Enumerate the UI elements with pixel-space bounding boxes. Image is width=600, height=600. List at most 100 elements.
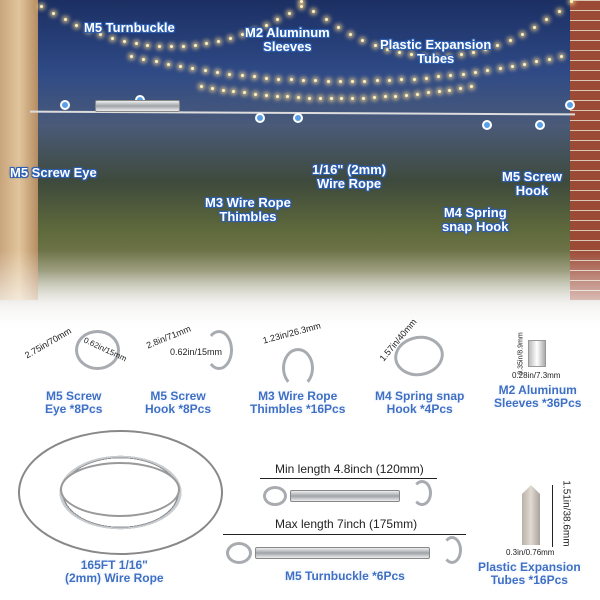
light-bulb (191, 67, 195, 71)
screw-eye-marker (60, 100, 70, 110)
light-bulb (338, 79, 342, 83)
light-bulb (286, 95, 290, 99)
light-bulb (447, 54, 451, 58)
turnbuckle-max-length: Max length 7inch (175mm) (275, 517, 418, 531)
light-bulb (349, 32, 353, 36)
light-bulb (474, 71, 477, 74)
light-bulb (312, 9, 316, 13)
light-bulb (288, 11, 292, 15)
light-bulb (217, 39, 221, 43)
light-bulb (203, 69, 207, 73)
tube-marker (565, 100, 575, 110)
light-bulb (416, 92, 419, 96)
light-bulb (297, 96, 301, 100)
tube-diameter: 0.3in/0.76mm (506, 548, 555, 557)
light-bulb (170, 45, 173, 48)
light-bulb (373, 43, 377, 47)
light-bulb (87, 28, 91, 32)
min-dimension-line (260, 478, 437, 479)
coil-center (60, 462, 180, 517)
sleeve-diameter: 0.28in/7.3mm (512, 371, 561, 380)
callout-wire-rope: 1/16" (2mm)Wire Rope (312, 162, 387, 191)
light-bulb (243, 91, 247, 95)
light-bulb (351, 79, 355, 83)
light-bulb (363, 79, 367, 83)
light-bulb (200, 85, 203, 88)
light-bulb (276, 18, 280, 22)
light-bulb (412, 77, 416, 81)
light-bulb (437, 75, 441, 79)
light-bulb (252, 28, 256, 32)
light-bulb (459, 53, 463, 57)
light-bulb (385, 47, 389, 51)
light-bulb (461, 72, 465, 76)
light-bulb (362, 96, 365, 100)
light-bulb (426, 91, 430, 95)
light-bulb (351, 96, 355, 100)
light-bulb (394, 94, 398, 98)
light-bulb (437, 90, 441, 94)
light-bulb (134, 42, 138, 46)
max-dimension-line (223, 534, 466, 535)
callout-screw-eye: M5 Screw Eye (10, 165, 97, 180)
sleeve-marker (293, 113, 303, 123)
screw-eye-image (75, 330, 120, 370)
light-bulb (300, 5, 303, 8)
light-bulb (166, 62, 170, 66)
light-bulb (308, 96, 311, 100)
light-bulb (326, 79, 330, 83)
turnbuckle-max-image (255, 547, 430, 559)
light-bulb (459, 86, 463, 90)
light-bulb (300, 0, 303, 3)
light-bulb (289, 78, 293, 82)
tube-dimension-line (552, 485, 553, 547)
light-bulb (547, 57, 551, 61)
light-bulb (142, 57, 146, 61)
light-bulb (510, 65, 514, 69)
light-bulb (324, 18, 328, 22)
light-bulb (400, 78, 404, 82)
light-bulb (484, 47, 488, 51)
turnbuckle-max-eye (226, 542, 252, 564)
light-bulb (63, 18, 67, 22)
thimble-image (282, 348, 314, 388)
light-bulb (229, 36, 233, 40)
light-bulb (314, 79, 318, 83)
light-bulb (51, 11, 55, 15)
light-bulb (508, 38, 512, 42)
light-bulb (329, 96, 333, 100)
light-bulb (318, 96, 322, 100)
light-bulb (122, 39, 126, 43)
light-bulb (264, 23, 268, 27)
light-bulb (545, 18, 549, 22)
light-bulb (275, 94, 279, 98)
light-bulb (181, 44, 185, 48)
light-bulb (216, 71, 219, 74)
light-bulb (210, 86, 214, 90)
light-bulb (570, 0, 573, 3)
backyard-photo (0, 0, 600, 330)
light-bulb (560, 55, 563, 58)
light-bulb (405, 93, 409, 97)
light-bulb (523, 62, 527, 66)
light-bulb (254, 92, 257, 96)
light-bulb (228, 72, 232, 76)
light-bulb (410, 53, 414, 57)
light-bulb (336, 25, 340, 29)
snap-hook-marker (482, 120, 492, 130)
turnbuckle-min-eye (263, 486, 287, 506)
screw-hook-marker (535, 120, 545, 130)
light-bulb (498, 67, 502, 71)
turnbuckle-min-length: Min length 4.8inch (120mm) (275, 462, 424, 476)
sleeve-image (528, 340, 546, 367)
light-bulb (375, 79, 379, 83)
light-bulb (193, 43, 197, 47)
light-bulb (557, 9, 561, 13)
